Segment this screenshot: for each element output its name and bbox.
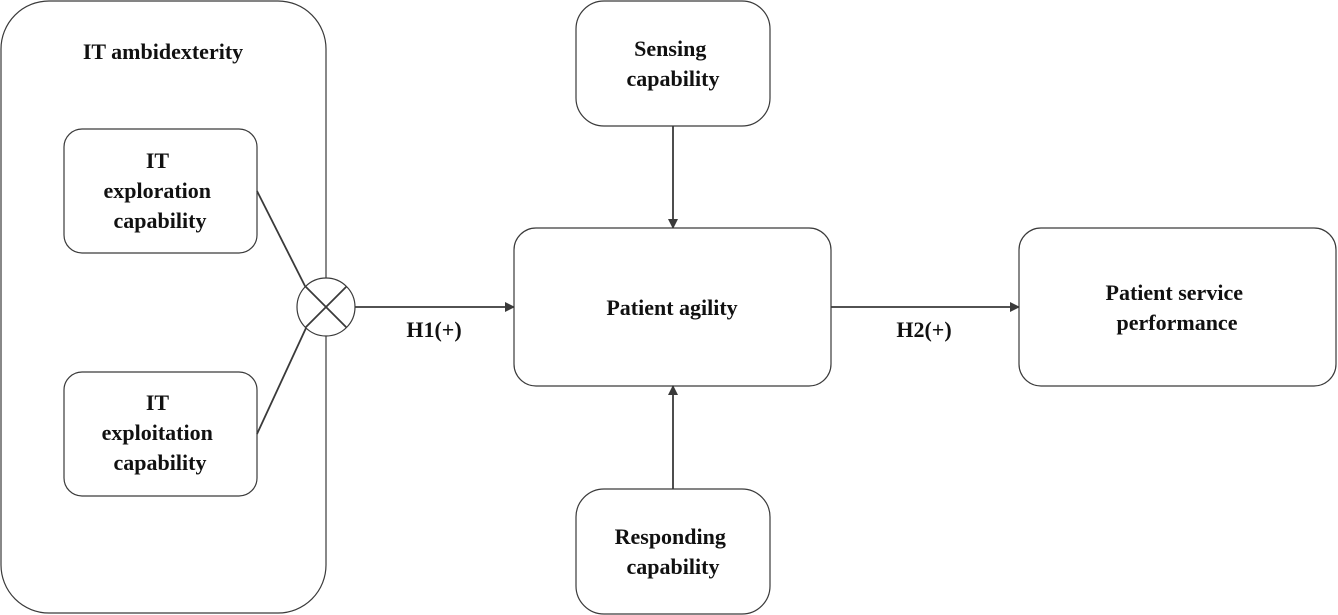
exploration-connector [256, 190, 307, 289]
it-exploration-label: IT exploration capability [103, 148, 216, 233]
it-exploitation-label: IT exploitation capability [102, 390, 219, 475]
h1-label: H1(+) [406, 317, 461, 342]
patient-service-performance-node [1018, 227, 1337, 387]
patient-service-performance-label: Patient service performance [1106, 280, 1249, 335]
interaction-symbol [296, 277, 356, 337]
sensing-capability-node [575, 0, 771, 127]
h2-label: H2(+) [896, 317, 951, 342]
it-ambidexterity-title: IT ambidexterity [83, 39, 243, 64]
exploitation-connector [256, 327, 307, 435]
responding-capability-node [575, 488, 771, 615]
patient-agility-label: Patient agility [606, 295, 737, 320]
responding-capability-label: Responding capability [615, 524, 732, 579]
it-ambidexterity-container [0, 0, 327, 614]
sensing-capability-label: Sensing capability [627, 36, 720, 91]
